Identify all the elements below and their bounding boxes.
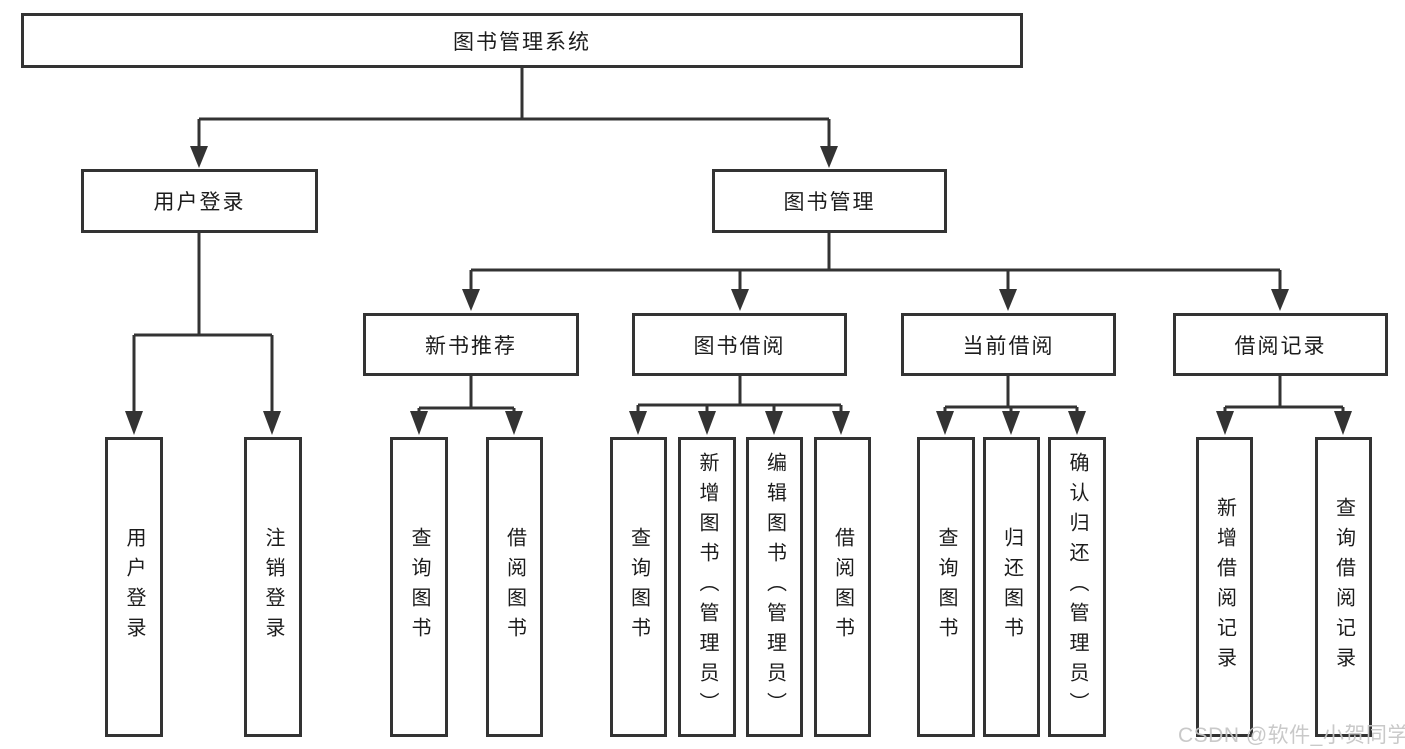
leaf-edit-books-admin: 编辑图书（管理员） [746,437,803,737]
leaf-query-borrow-record-label: 查询借阅记录 [1332,497,1355,677]
leaf-query-borrow-record: 查询借阅记录 [1315,437,1372,737]
leaf-query-books-borrowing: 查询图书 [610,437,667,737]
node-root-label: 图书管理系统 [453,30,591,54]
leaf-confirm-return-admin: 确认归还（管理员） [1048,437,1106,737]
leaf-add-books-admin: 新增图书（管理员） [678,437,736,737]
node-current-borrowing: 当前借阅 [901,313,1116,376]
node-borrowing-records-label: 借阅记录 [1234,334,1327,358]
node-current-borrowing-label: 当前借阅 [962,334,1055,358]
leaf-add-borrow-record: 新增借阅记录 [1196,437,1253,737]
leaf-borrow-books-borrowing-label: 借阅图书 [831,527,854,647]
leaf-user-login: 用户登录 [105,437,163,737]
leaf-query-books-borrowing-label: 查询图书 [627,527,650,647]
node-new-book-recommend: 新书推荐 [363,313,579,376]
leaf-return-books: 归还图书 [983,437,1040,737]
leaf-borrow-books-recommend-label: 借阅图书 [503,527,526,647]
node-book-borrowing-label: 图书借阅 [693,334,786,358]
leaf-add-borrow-record-label: 新增借阅记录 [1213,497,1236,677]
leaf-confirm-return-admin-label: 确认归还（管理员） [1066,452,1088,722]
leaf-user-login-label: 用户登录 [123,527,145,647]
leaf-query-books-recommend-label: 查询图书 [408,527,430,647]
node-book-borrowing: 图书借阅 [632,313,847,376]
leaf-logout-label: 注销登录 [262,527,284,647]
leaf-borrow-books-borrowing: 借阅图书 [814,437,871,737]
arrowheads [125,146,1352,435]
leaf-query-books-current-label: 查询图书 [935,527,957,647]
node-user-login: 用户登录 [81,169,318,233]
node-root-library-system: 图书管理系统 [21,13,1023,68]
leaf-add-books-admin-label: 新增图书（管理员） [696,452,718,722]
leaf-logout: 注销登录 [244,437,302,737]
leaf-borrow-books-recommend: 借阅图书 [486,437,543,737]
leaf-query-books-current: 查询图书 [917,437,975,737]
node-new-book-recommend-label: 新书推荐 [425,334,517,358]
node-book-management: 图书管理 [712,169,947,233]
leaf-return-books-label: 归还图书 [1000,527,1023,647]
csdn-watermark: CSDN @软件_小贺同学 [1178,724,1405,747]
leaf-query-books-recommend: 查询图书 [390,437,448,737]
node-borrowing-records: 借阅记录 [1173,313,1388,376]
node-book-management-label: 图书管理 [783,191,876,214]
node-user-login-label: 用户登录 [153,191,246,214]
leaf-edit-books-admin-label: 编辑图书（管理员） [763,452,786,722]
